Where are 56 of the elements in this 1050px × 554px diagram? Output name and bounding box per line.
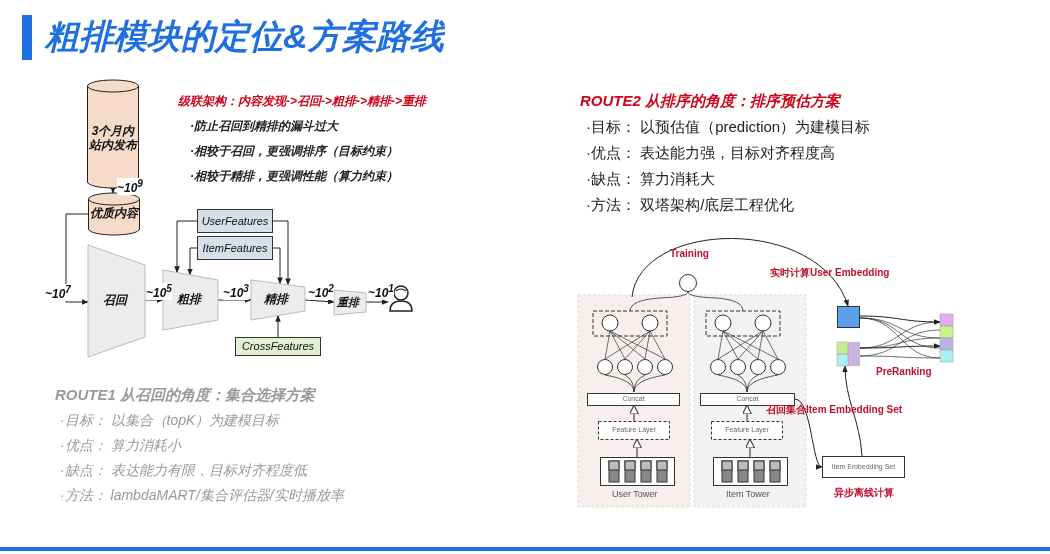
- bullet-text: ·目标： 以预估值（prediction）为建模目标: [586, 118, 871, 137]
- bullet-text: ·相较于召回，更强调排序（目标约束）: [190, 143, 398, 160]
- figure-label: 实时计算User Embedding: [770, 266, 890, 280]
- arrow: [744, 438, 756, 458]
- embedding-stack: [837, 342, 860, 366]
- figure-label: 异步离线计算: [834, 486, 894, 500]
- process-box: CrossFeatures: [235, 337, 321, 356]
- figure-label: PreRanking: [876, 366, 932, 377]
- user-icon: [388, 284, 414, 312]
- bullet-text: ·缺点： 表达能力有限，目标对齐程度低: [60, 462, 307, 480]
- bullet-text: ·优点： 表达能力强，目标对齐程度高: [586, 144, 836, 163]
- arrow: [65, 213, 89, 305]
- arrow: [272, 220, 291, 286]
- edge-label: ~10$^{2}$: [308, 283, 334, 300]
- title: 粗排模块的定位&方案路线: [45, 16, 444, 57]
- edge-label: ~10$^{1}$: [368, 283, 394, 300]
- arrow: [631, 238, 849, 307]
- process-box: [837, 306, 860, 328]
- arrow: [217, 297, 252, 303]
- funnel-stage: 召回: [88, 245, 145, 357]
- arrow: [794, 398, 823, 468]
- database-cylinder: 优质内容: [88, 193, 140, 235]
- bullet-text: ·优点： 算力消耗小: [60, 437, 181, 455]
- arrow: [275, 314, 281, 338]
- bullet-text: ·目标： 以集合（topK）为建模目标: [60, 412, 280, 430]
- figure-label: Training: [670, 248, 709, 259]
- arrow: [272, 247, 283, 285]
- feature-tower-box: [713, 457, 788, 486]
- funnel-stage: 精排: [251, 280, 305, 320]
- heading: ROUTE1 从召回的角度：集合选择方案: [55, 386, 315, 405]
- arrow: [628, 404, 640, 422]
- bullet-text: ·方法： 双塔架构/底层工程优化: [586, 196, 795, 215]
- score-stack: [940, 314, 953, 362]
- arrow: [110, 186, 116, 194]
- arrow: [741, 404, 753, 422]
- edge-label: ~10$^{9}$: [117, 178, 143, 195]
- edge-label: ~10$^{7}$: [45, 284, 71, 301]
- bullet-text: ·相较于精排，更强调性能（算力约束）: [190, 168, 398, 185]
- arrow: [365, 299, 389, 305]
- arrow: [859, 343, 941, 349]
- process-box: UserFeatures: [197, 209, 273, 233]
- arrow: [187, 247, 198, 276]
- heading: ROUTE2 从排序的角度：排序预估方案: [580, 92, 840, 111]
- heading: 级联架构：内容发现->召回->粗排->精排->重排: [178, 93, 426, 110]
- arrow: [859, 315, 941, 325]
- bullet-text: ·方法： lambdaMART/集合评估器/实时播放率: [60, 487, 344, 505]
- bullet-text: ·防止召回到精排的漏斗过大: [190, 118, 338, 135]
- edge-label: ~10$^{3}$: [223, 283, 249, 300]
- arrow: [631, 438, 643, 458]
- arrow: [174, 220, 198, 274]
- arrow: [842, 365, 863, 457]
- bullet-text: ·缺点： 算力消耗大: [586, 170, 716, 189]
- process-box: ItemFeatures: [197, 236, 273, 260]
- edge-label: ~10$^{5}$: [146, 283, 172, 300]
- feature-tower-box: [600, 457, 675, 486]
- funnel-stage: 重排: [334, 290, 366, 315]
